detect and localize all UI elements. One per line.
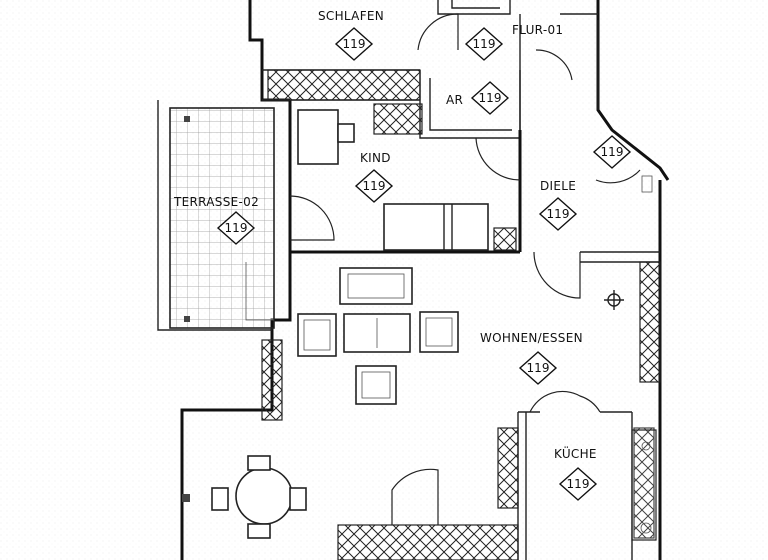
room-label: DIELE [540,179,576,193]
room-schlafen: SCHLAFEN 119 [318,9,384,61]
room-labels: SCHLAFEN 119 FLUR-01 119 AR 119 KIND 119… [173,9,632,501]
room-code: 119 [547,207,570,221]
room-ar: AR 119 [446,81,510,115]
door-tag: 119 [592,135,632,169]
room-wohnen-essen: WOHNEN/ESSEN 119 [480,331,583,385]
hatched-walls [261,69,661,560]
room-terrasse: TERRASSE-02 119 [173,195,259,245]
room-label: AR [446,93,463,107]
room-code: 119 [567,477,590,491]
terrace-area [157,100,275,331]
doors [289,13,641,525]
room-kind: KIND 119 [354,151,394,203]
room-label: FLUR-01 [512,23,563,37]
room-label: WOHNEN/ESSEN [480,331,583,345]
chair [337,123,355,143]
room-code: 119 [225,221,248,235]
room-code: 119 [601,145,624,159]
room-code: 119 [479,91,502,105]
room-kueche: KÜCHE 119 [554,445,598,501]
furniture [182,109,657,541]
room-label: KIND [360,151,391,165]
room-code: 119 [363,179,386,193]
sideboard [339,267,413,305]
dining-table [235,467,293,525]
desk [297,109,339,165]
room-label: TERRASSE-02 [173,195,259,209]
room-code: 119 [473,37,496,51]
room-code: 119 [527,361,550,375]
room-code: 119 [343,37,366,51]
bed [383,203,489,251]
room-label: KÜCHE [554,445,597,461]
room-diele: DIELE 119 [538,179,578,231]
room-flur: FLUR-01 119 [464,23,563,61]
room-label: SCHLAFEN [318,9,384,23]
